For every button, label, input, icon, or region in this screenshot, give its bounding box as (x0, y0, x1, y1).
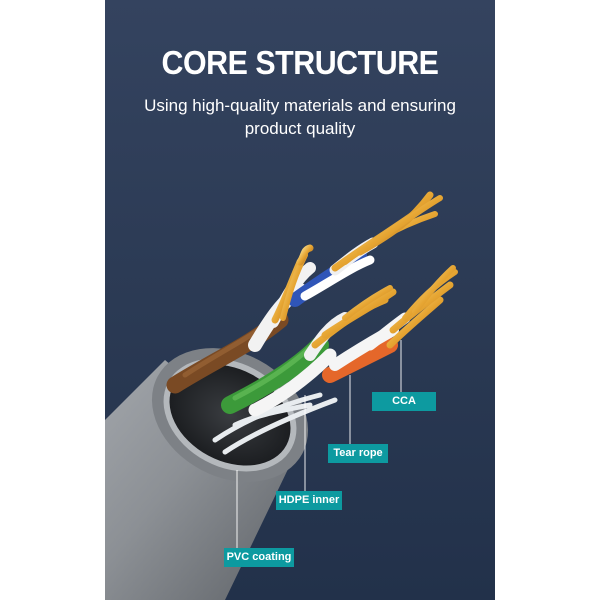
leader-lines (236, 340, 402, 548)
subtitle-line-2: product quality (244, 119, 356, 138)
copper-conductors (271, 191, 458, 349)
green-pair (221, 312, 351, 417)
core-structure-panel: CORE STRUCTURE Using high-quality materi… (105, 0, 495, 600)
callout-pvc-coating: PVC coating (224, 548, 294, 567)
callout-hdpe-inner: HDPE inner (276, 491, 342, 510)
subtitle-line-1: Using high-quality materials and ensurin… (144, 96, 456, 115)
tear-rope (212, 392, 338, 455)
cable-illustration (105, 191, 458, 600)
callout-cca: CCA (372, 392, 436, 411)
callout-tear-rope: Tear rope (328, 444, 388, 463)
page-subtitle: Using high-quality materials and ensurin… (105, 94, 495, 140)
page-title: CORE STRUCTURE (161, 44, 439, 81)
